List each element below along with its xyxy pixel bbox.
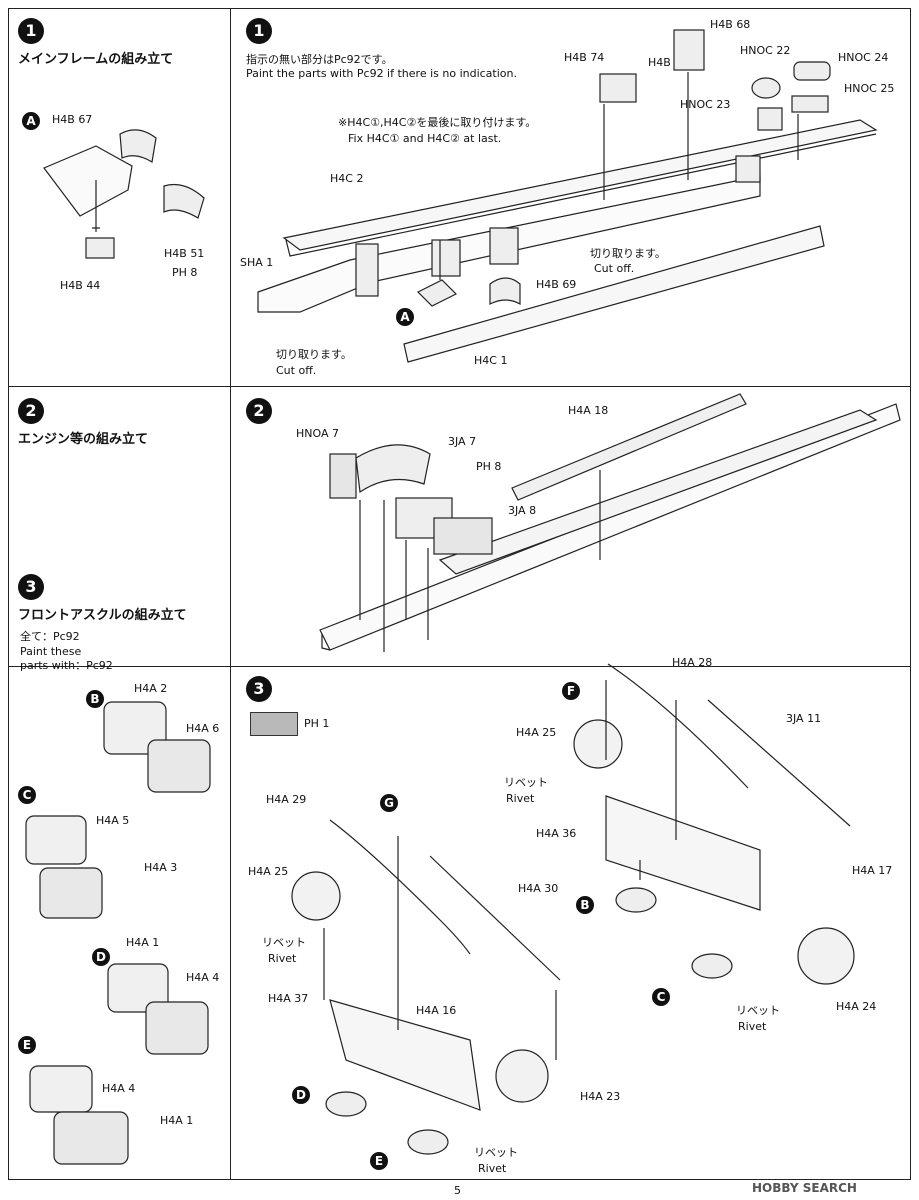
step-3-number: 3 <box>18 574 44 600</box>
part-label: PH 8 <box>172 266 198 279</box>
fix-note-en: Fix H4C① and H4C② at last. <box>348 132 502 145</box>
part-label: H4A 36 <box>536 827 577 840</box>
part-label: HNOC 25 <box>844 82 895 95</box>
part-label: H4B 51 <box>164 247 205 260</box>
sub-a-callout: A <box>396 308 414 326</box>
cut-note-jp: 切り取ります。 <box>276 348 352 361</box>
paint-note-jp: 指示の無い部分はPc92です。 <box>246 53 393 66</box>
step-1-title: メインフレームの組み立て <box>18 52 174 67</box>
sub-c-callout: C <box>652 988 670 1006</box>
part-label: H4A 37 <box>268 992 309 1005</box>
part-label: H4A 4 <box>186 971 220 984</box>
part-label: H4A 25 <box>248 865 289 878</box>
watermark: HOBBY SEARCH <box>752 1181 857 1195</box>
part-label: H4A 24 <box>836 1000 877 1013</box>
fix-note-jp: ※H4C①,H4C②を最後に取り付けます。 <box>338 116 537 129</box>
part-label: SHA 1 <box>240 256 274 269</box>
right-step-2-number: 2 <box>246 398 272 424</box>
sub-d-callout: D <box>292 1086 310 1104</box>
part-label: H4A 17 <box>852 864 893 877</box>
rivet-label-jp: リベット <box>474 1146 518 1159</box>
rivet-label-jp: リベット <box>262 936 306 949</box>
part-label: H4B 67 <box>52 113 93 126</box>
part-label: H4B 68 <box>710 18 751 31</box>
part-label: H4A 1 <box>160 1114 194 1127</box>
rivet-label-en: Rivet <box>268 952 297 965</box>
rivet-label-en: Rivet <box>506 792 535 805</box>
paint-note-en: Paint these <box>20 645 82 658</box>
part-label: 3JA 11 <box>786 712 822 725</box>
step-2-title: エンジン等の組み立て <box>18 432 149 447</box>
sub-b-label: B <box>86 690 104 708</box>
part-label: H4A 28 <box>672 656 713 669</box>
paint-note-en: parts with：Pc92 <box>20 659 113 672</box>
part-label: H4A 23 <box>580 1090 621 1103</box>
sub-c-label: C <box>18 786 36 804</box>
cut-note-en: Cut off. <box>276 364 317 377</box>
sub-g-label: G <box>380 794 398 812</box>
sub-e-label: E <box>18 1036 36 1054</box>
page-frame <box>8 8 911 1180</box>
part-label: 3JA 7 <box>448 435 477 448</box>
right-step-1-number: 1 <box>246 18 272 44</box>
part-label: H4C 1 <box>474 354 508 367</box>
part-label: H4A 1 <box>126 936 160 949</box>
part-label: H4B 44 <box>60 279 101 292</box>
part-label: H4A 30 <box>518 882 559 895</box>
part-label: H4A 6 <box>186 722 220 735</box>
rivet-label-jp: リベット <box>504 776 548 789</box>
paint-swatch <box>250 712 298 736</box>
sub-f-label: F <box>562 682 580 700</box>
part-label: H4A 5 <box>96 814 130 827</box>
sub-e-callout: E <box>370 1152 388 1170</box>
part-label: H4A 3 <box>144 861 178 874</box>
rivet-label-en: Rivet <box>738 1020 767 1033</box>
part-label: HNOC 23 <box>680 98 731 111</box>
step-1-number: 1 <box>18 18 44 44</box>
cut-note-jp: 切り取ります。 <box>590 247 666 260</box>
step-3-title: フロントアスクルの組み立て <box>18 608 187 623</box>
part-label: HNOC 24 <box>838 51 889 64</box>
part-label: H4A 16 <box>416 1004 457 1017</box>
cut-note-en: Cut off. <box>594 262 635 275</box>
rivet-label-en: Rivet <box>478 1162 507 1175</box>
part-label: H4C 2 <box>330 172 364 185</box>
part-label: HNOA 7 <box>296 427 339 440</box>
right-step-3-number: 3 <box>246 676 272 702</box>
part-label: H4B 74 <box>564 51 605 64</box>
sub-d-label: D <box>92 948 110 966</box>
sub-b-callout: B <box>576 896 594 914</box>
step-2-number: 2 <box>18 398 44 424</box>
sub-a-label: A <box>22 112 40 130</box>
page-number: 5 <box>454 1184 461 1197</box>
part-label: PH 8 <box>476 460 502 473</box>
part-label: H4A 25 <box>516 726 557 739</box>
paint-code: PH 1 <box>304 717 330 730</box>
paint-note-jp: 全て：Pc92 <box>20 630 80 643</box>
rivet-label-jp: リベット <box>736 1004 780 1017</box>
part-label: H4A 2 <box>134 682 168 695</box>
paint-note-en: Paint the parts with Pc92 if there is no… <box>246 67 517 80</box>
row-divider <box>8 386 911 387</box>
part-label: HNOC 22 <box>740 44 791 57</box>
row-divider <box>8 666 911 667</box>
part-label: H4A 29 <box>266 793 307 806</box>
part-label: 3JA 8 <box>508 504 537 517</box>
column-divider <box>230 8 231 1180</box>
part-label: H4A 18 <box>568 404 609 417</box>
part-label: H4A 4 <box>102 1082 136 1095</box>
part-label: H4B 69 <box>536 278 577 291</box>
